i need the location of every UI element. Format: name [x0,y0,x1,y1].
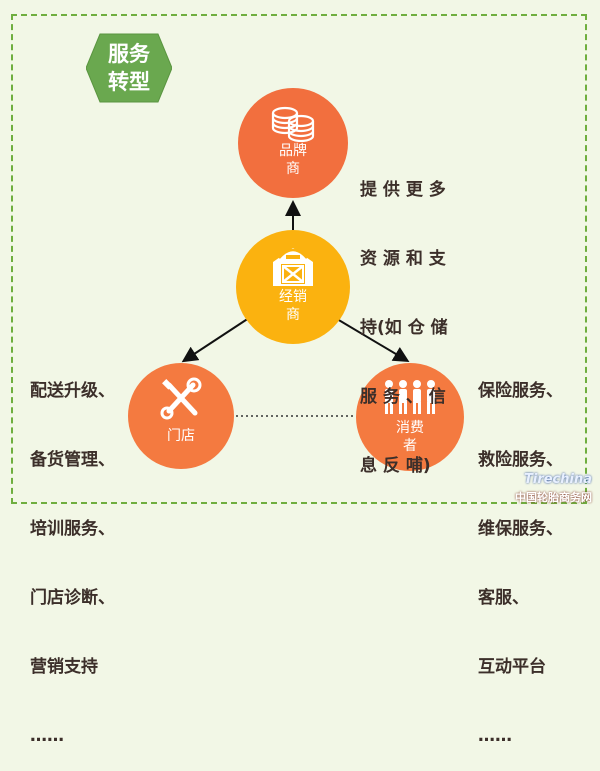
consumer-text-line: 客服、 [478,588,529,608]
brand-text-line: 服 务 、 信 [360,387,446,407]
consumer-text-ellipsis: …… [478,726,512,746]
store-text-line: 门店诊断、 [30,588,115,608]
brand-text-line: 资 源 和 支 [360,249,446,269]
coins-icon [270,104,316,142]
store-services-text: 配送升级、 备货管理、 培训服务、 门店诊断、 营销支持 …… [30,334,115,771]
brand-node: 品牌 商 [238,88,348,198]
brand-label-line-2: 商 [286,161,300,177]
consumer-text-line: 救险服务、 [478,450,563,470]
arrow-dealer-to-consumer [331,315,410,363]
barn-icon [269,244,317,288]
connector-layer [181,200,410,417]
store-text-line: 营销支持 [30,657,98,677]
consumer-label-line-1: 消费 [396,420,424,436]
brand-text-line: 提 供 更 多 [360,180,446,200]
store-text-line: 备货管理、 [30,450,115,470]
consumer-text-line: 维保服务、 [478,519,563,539]
consumer-text-line: 保险服务、 [478,381,563,401]
dealer-label-line-2: 商 [286,307,300,323]
dealer-label-line-1: 经销 [279,289,307,305]
service-transformation-badge: 服务 转型 [85,32,173,104]
brand-support-text: 提 供 更 多 资 源 和 支 持(如 仓 储 服 务 、 信 息 反 哺) [360,133,448,501]
arrow-dealer-to-store [181,315,253,363]
consumer-services-text: 保险服务、 救险服务、 维保服务、 客服、 互动平台 …… [478,334,563,771]
badge-line-1: 服务 [108,41,150,66]
watermark-site-name: 中国轮胎商务网 [515,491,592,504]
dealer-node: 经销 商 [236,230,350,344]
store-text-line: 配送升级、 [30,381,115,401]
hexagon-badge-shape [85,33,173,103]
tirechina-watermark: Tirechina 中国轮胎商务网 [492,472,592,510]
consumer-node: 消费 者 [356,363,464,471]
brand-text-line: 持(如 仓 储 [360,318,448,338]
store-text-line: 培训服务、 [30,519,115,539]
brand-label-line-1: 品牌 [279,143,307,159]
badge-line-2: 转型 [108,69,150,94]
dashed-border-frame [11,14,587,504]
store-text-ellipsis: …… [30,726,64,746]
consumer-text-line: 互动平台 [478,657,546,677]
brand-text-line: 息 反 哺) [360,456,431,476]
people-icon [381,379,439,415]
tools-icon [159,377,203,421]
store-label: 门店 [167,428,195,444]
store-node: 门店 [128,363,234,469]
watermark-brand: Tirechina [524,472,592,487]
consumer-label-line-2: 者 [403,438,417,454]
